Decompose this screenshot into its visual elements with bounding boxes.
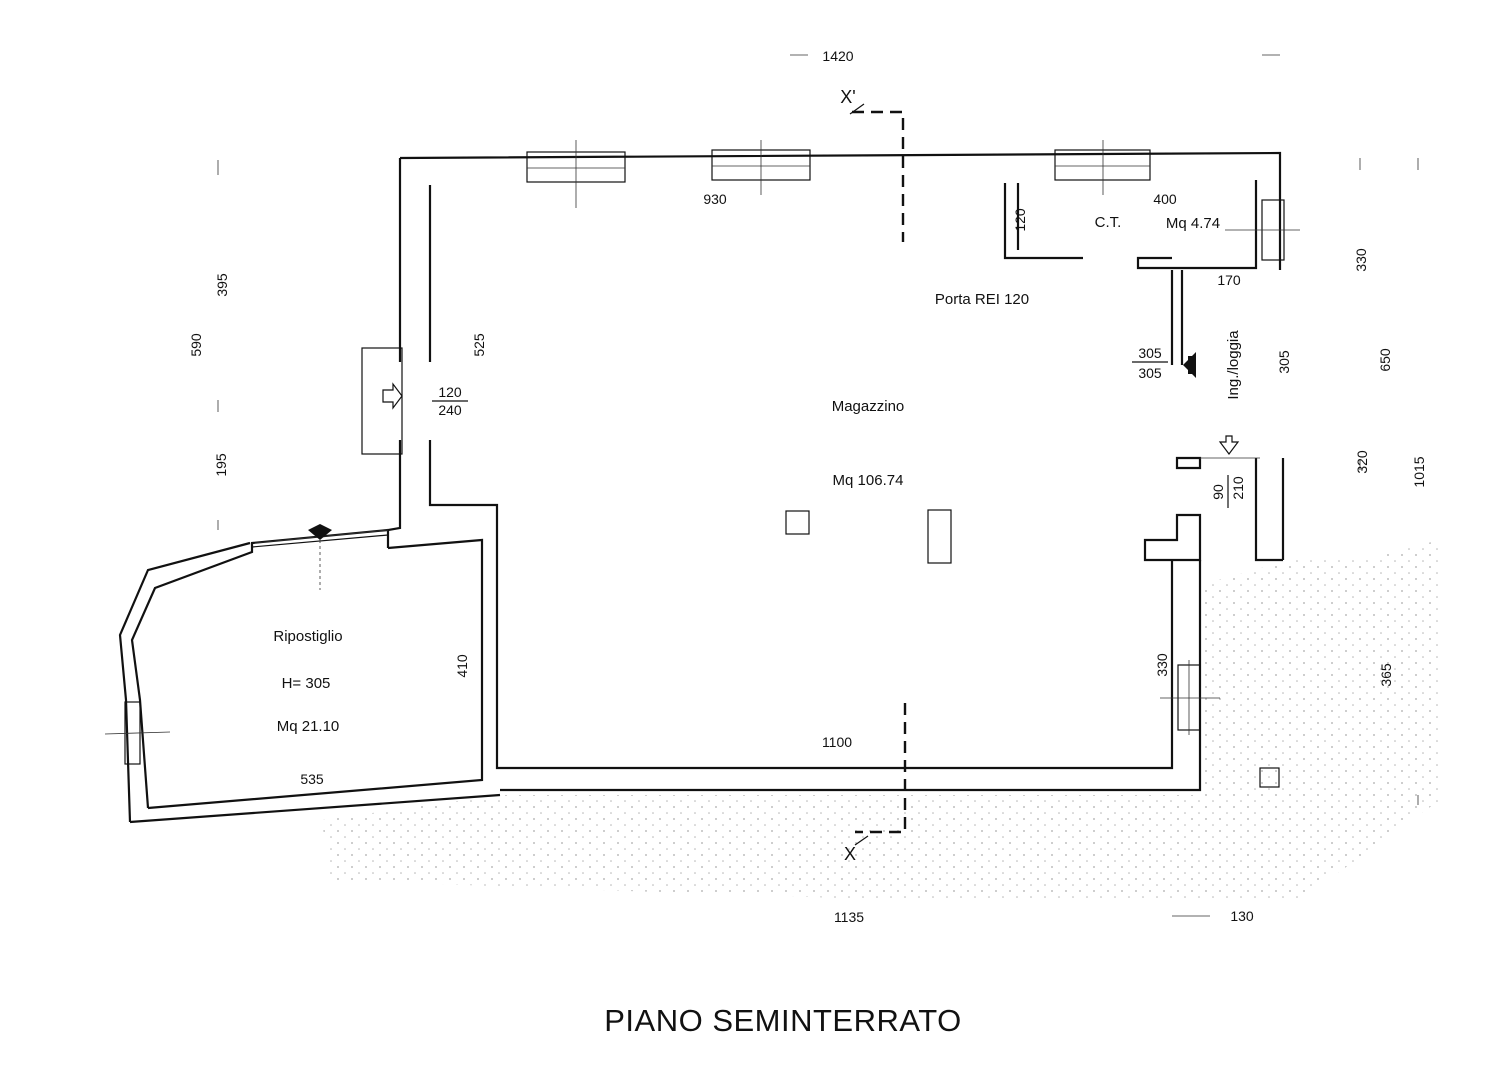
plan-title: PIANO SEMINTERRATO: [604, 1003, 962, 1038]
dim-right-365: 365: [1378, 663, 1394, 687]
ripostiglio-walls: [104, 524, 501, 824]
dim-door-se-w: 90: [1210, 484, 1226, 500]
dim-ct-door: 170: [1217, 272, 1241, 288]
dim-door-west-h: 240: [438, 402, 462, 418]
se-door: [1200, 435, 1260, 459]
magazzino-name: Magazzino: [832, 398, 905, 415]
ground-hatch: [322, 540, 1440, 900]
ct-area: Mq 4.74: [1166, 215, 1220, 232]
east-window: [1160, 660, 1220, 735]
magazzino-area: Mq 106.74: [833, 472, 904, 489]
dim-bottom-right: 130: [1230, 908, 1254, 924]
dim-left-590: 590: [188, 333, 204, 357]
dim-bottom-overall: 1135: [834, 909, 864, 925]
pillars: [785, 509, 1280, 788]
dim-rip-535: 535: [300, 771, 324, 787]
porta-rei-label: Porta REI 120: [935, 291, 1029, 308]
dim-door-se-h: 210: [1230, 476, 1246, 500]
ct-name: C.T.: [1095, 214, 1122, 231]
ripostiglio-name: Ripostiglio: [273, 628, 342, 645]
dim-east-305: 305: [1276, 350, 1292, 374]
dim-right-320: 320: [1354, 450, 1370, 474]
section-label-top: X': [840, 87, 855, 107]
dim-door-east-w: 305: [1138, 345, 1162, 361]
dim-ct-right: 330: [1353, 248, 1369, 272]
dim-left-195: 195: [213, 453, 229, 477]
exterior-walls: [386, 151, 1285, 792]
north-windows: [526, 140, 1300, 261]
dim-door-west-w: 120: [438, 384, 462, 400]
ingresso-label: Ing./loggia: [1225, 330, 1242, 400]
dim-top-overall: 1420: [822, 48, 853, 64]
dim-ct-depth: 120: [1012, 208, 1028, 232]
dim-right-330b: 330: [1154, 653, 1170, 677]
dim-door-east-h: 305: [1138, 365, 1162, 381]
dim-west-inner: 525: [471, 333, 487, 357]
ripostiglio-area: Mq 21.10: [277, 718, 340, 735]
east-door-arrow: [1183, 352, 1196, 378]
dim-top-inner: 930: [703, 191, 727, 207]
dimension-ticks: [217, 54, 1419, 917]
west-door: [361, 347, 403, 455]
section-line: [849, 103, 907, 846]
dim-right-1015: 1015: [1411, 456, 1427, 487]
dim-bottom-inner: 1100: [822, 734, 852, 750]
ripostiglio-height: H= 305: [282, 675, 331, 692]
dim-left-395: 395: [214, 273, 230, 297]
dim-rip-410: 410: [454, 654, 470, 678]
dim-ct-width: 400: [1153, 191, 1177, 207]
section-label-bottom: X: [844, 844, 856, 864]
dim-right-650: 650: [1377, 348, 1393, 372]
